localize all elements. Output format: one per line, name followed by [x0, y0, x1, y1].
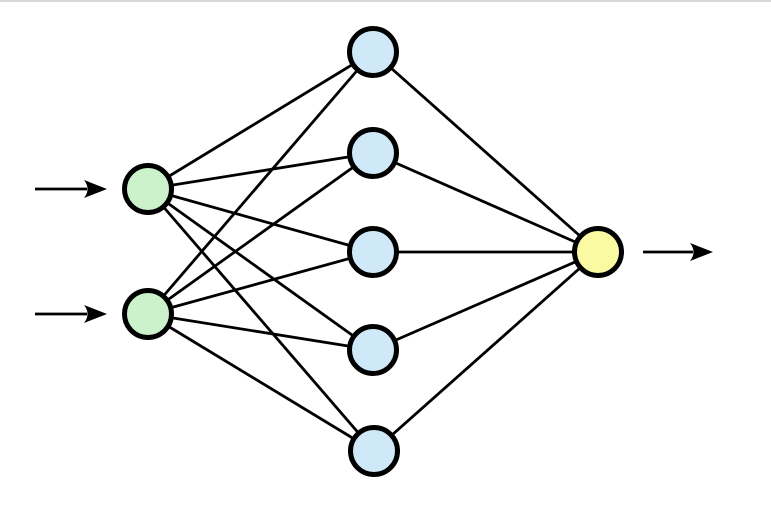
edge-hidden-2-output-1 — [372, 151, 599, 254]
edge-input-1-hidden-5 — [146, 188, 376, 452]
edge-input-2-hidden-1 — [146, 51, 375, 315]
input-arrow-1-head — [84, 180, 107, 198]
edge-input-2-hidden-2 — [147, 151, 374, 316]
hidden-5-node — [348, 425, 400, 477]
hidden-1-node — [347, 26, 399, 78]
edge-input-2-hidden-4 — [147, 312, 374, 352]
edge-input-1-hidden-4 — [147, 187, 374, 352]
hidden-3-node — [347, 226, 399, 278]
output-arrow-head — [690, 243, 713, 261]
edge-input-1-hidden-1 — [147, 50, 374, 191]
input-2-node — [122, 288, 174, 340]
input-arrow-2-head — [84, 305, 107, 323]
edge-hidden-4-output-1 — [372, 250, 599, 352]
edge-hidden-1-output-1 — [372, 50, 599, 254]
hidden-4-node — [347, 324, 399, 376]
edge-input-1-hidden-2 — [147, 151, 374, 191]
edge-input-2-hidden-5 — [147, 312, 375, 453]
edge-input-2-hidden-3 — [147, 250, 374, 316]
input-1-node — [122, 163, 174, 215]
edge-hidden-5-output-1 — [373, 250, 599, 453]
edge-input-1-hidden-3 — [147, 187, 374, 254]
output-1-node — [572, 226, 624, 278]
hidden-2-node — [347, 127, 399, 179]
